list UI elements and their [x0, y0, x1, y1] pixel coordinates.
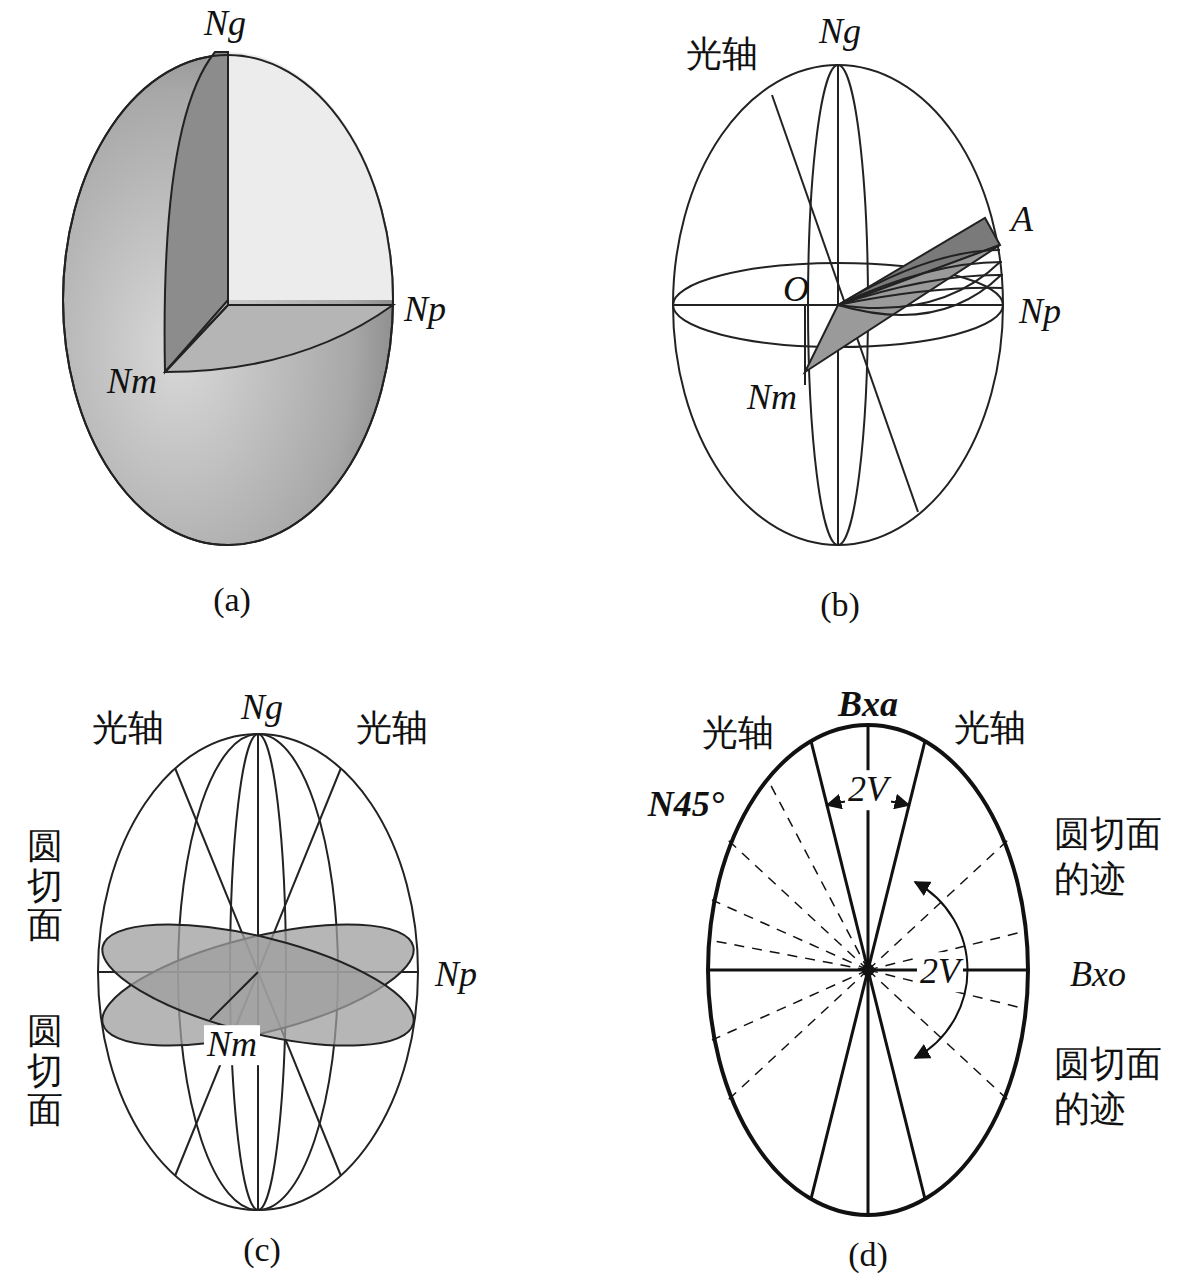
direction-label: N45°: [648, 785, 724, 825]
point-label: O: [783, 270, 809, 310]
optic-axis-label: 光轴: [92, 708, 164, 748]
axis-label: Nm: [744, 378, 800, 418]
ellipsoid-b: [673, 65, 1003, 545]
ellipsoid-a: [63, 52, 393, 545]
trace-label: 圆切面 的迹: [1054, 811, 1169, 901]
axis-label: Ng: [204, 4, 246, 44]
axis-label: Nm: [107, 362, 157, 402]
axis-label: Ng: [819, 12, 861, 52]
ellipsoid-c: [91, 734, 425, 1210]
angle-label: 2V: [845, 770, 891, 810]
optic-axis-label: 光轴: [954, 708, 1026, 748]
optic-axis-label: 光轴: [686, 34, 758, 74]
panel-caption: (a): [213, 581, 251, 618]
point-label: A: [1011, 200, 1033, 240]
bisectrix-label: Bxo: [1070, 955, 1126, 995]
axis-label: Np: [404, 290, 446, 330]
angle-label: 2V: [917, 952, 963, 992]
bisectrix-label: Bxa: [838, 685, 898, 725]
circular-section-label: 圆切面: [27, 1011, 63, 1130]
optic-axis-label: 光轴: [356, 708, 428, 748]
axis-label: Ng: [241, 688, 283, 728]
panel-caption: (c): [243, 1231, 281, 1268]
axis-label: Np: [435, 955, 477, 995]
axis-label: Nm: [204, 1025, 260, 1065]
panel-caption: (d): [848, 1236, 888, 1273]
panel-caption: (b): [820, 586, 860, 623]
section-d: [708, 725, 1028, 1215]
axis-label: Np: [1019, 292, 1061, 332]
optic-axis-label: 光轴: [702, 713, 774, 753]
circular-section-label: 圆切面: [27, 826, 63, 945]
trace-label: 圆切面 的迹: [1054, 1041, 1169, 1131]
